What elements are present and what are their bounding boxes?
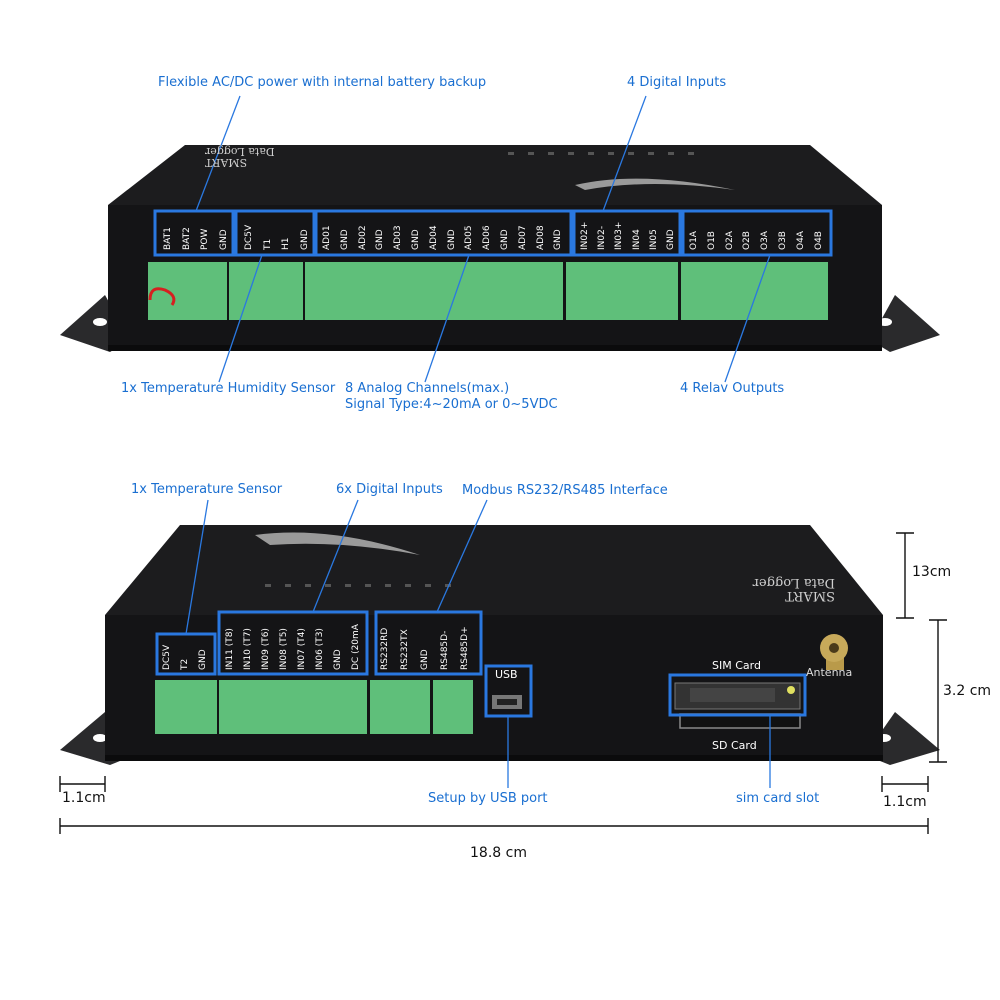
callout-temp-sensor: 1x Temperature Sensor: [131, 482, 283, 497]
pin-label-temp: DC5V: [162, 644, 172, 670]
dim-width: 18.8 cm: [470, 845, 527, 861]
bottom-pin-labels: DC5V T2 GND IN11 (T8) IN10 (T7) IN09 (T6) IN08…: [162, 624, 470, 670]
sim-card-label: SIM Card: [712, 659, 761, 672]
pin-label-digital: IN07 (T4): [297, 628, 307, 670]
pin-label-digital: DC (20mA: [351, 624, 361, 670]
callout-power: Flexible AC/DC power with internal batte…: [158, 75, 487, 90]
callout-6-digital-inputs: 6x Digital Inputs: [336, 482, 443, 497]
pin-label-modbus: GND: [420, 649, 430, 670]
pin-label-temp: T2: [180, 658, 190, 670]
sd-card-label: SD Card: [712, 739, 757, 752]
pin-label-digital: IN09 (T6): [261, 628, 271, 670]
callout-temp-humidity: 1x Temperature Humidity Sensor: [121, 381, 336, 396]
callout-digital-inputs: 4 Digital Inputs: [627, 75, 727, 90]
pin-label-temp: GND: [198, 649, 208, 670]
dim-height-side: 3.2 cm: [943, 683, 992, 699]
callout-modbus: Modbus RS232/RS485 Interface: [462, 483, 668, 498]
pin-label-digital: IN10 (T7): [243, 628, 253, 670]
pin-label-digital: GND: [333, 649, 343, 670]
bottom-device-illustration: [59, 499, 947, 834]
dim-left-flange: 1.1cm: [62, 790, 106, 806]
pin-label-digital: IN06 (T3): [315, 628, 325, 670]
callout-sim-slot: sim card slot: [736, 791, 820, 806]
callout-usb-setup: Setup by USB port: [428, 791, 548, 806]
dim-height-top: 13cm: [912, 564, 952, 580]
dim-right-flange: 1.1cm: [883, 794, 927, 810]
pin-label-modbus: RS232RD: [380, 627, 390, 670]
pin-label-digital: IN08 (T5): [279, 628, 289, 670]
callout-analog-line2: Signal Type:4~20mA or 0~5VDC: [345, 397, 558, 412]
pin-label-modbus: RS485D-: [440, 630, 450, 670]
callout-relay-outputs: 4 Relav Outputs: [680, 381, 785, 396]
usb-label: USB: [495, 668, 518, 681]
pin-label-modbus: RS485D+: [460, 626, 470, 670]
top-device-illustration: [60, 95, 940, 383]
callout-analog-line1: 8 Analog Channels(max.): [345, 381, 510, 396]
pin-label-digital: IN11 (T8): [225, 628, 235, 670]
pin-label-modbus: RS232TX: [400, 629, 410, 670]
antenna-label: Antenna: [806, 666, 853, 679]
